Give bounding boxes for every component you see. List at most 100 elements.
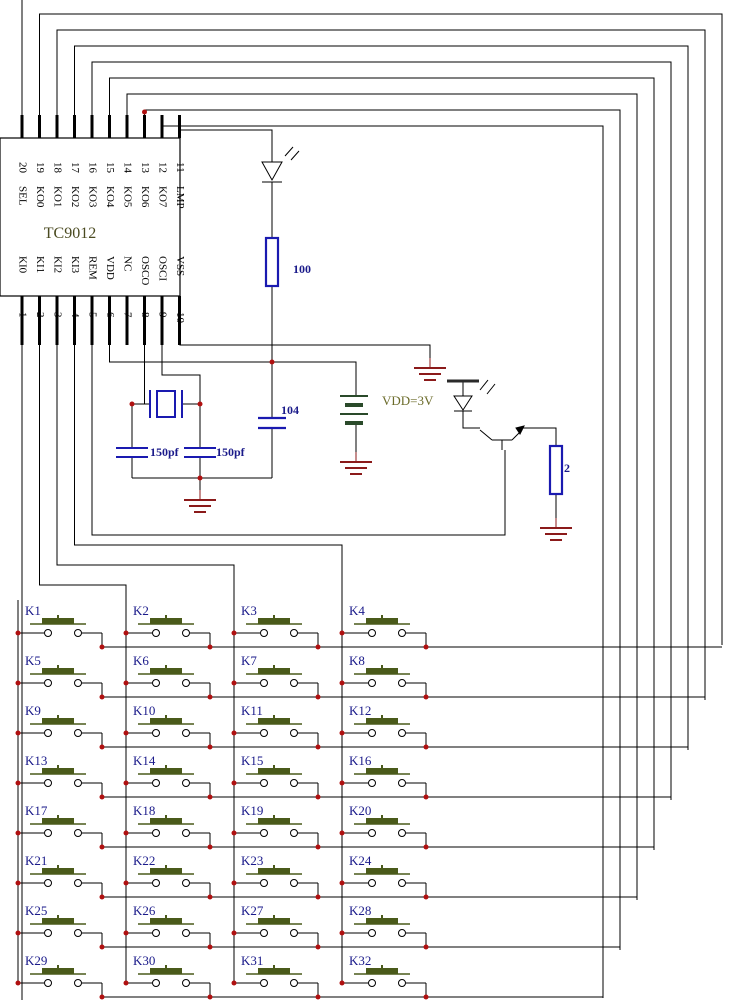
junction-node <box>123 880 129 886</box>
key-switch: K18 <box>126 803 211 847</box>
crystal-cap-right-label: 150pf <box>216 445 246 459</box>
key-switch: K26 <box>126 903 211 947</box>
junction-node <box>231 680 237 686</box>
junction-node <box>315 944 321 950</box>
junction-node <box>207 844 213 850</box>
key-terminal-right <box>290 829 298 837</box>
crystal-cap-right <box>184 447 216 458</box>
capacitor-104 <box>258 416 286 430</box>
resistor-100 <box>264 236 280 288</box>
key-terminal-left <box>260 879 268 887</box>
key-plunger <box>258 818 290 824</box>
led-ray-1 <box>284 146 294 157</box>
junction-node <box>99 644 105 650</box>
key-plunger <box>258 668 290 674</box>
junction-node <box>423 744 429 750</box>
wire-ko4 <box>109 77 655 850</box>
key-plunger <box>258 968 290 974</box>
junction-node <box>15 730 21 736</box>
key-label: K19 <box>241 803 263 818</box>
junction-node <box>423 944 429 950</box>
key-terminal-right <box>182 629 190 637</box>
junction-node <box>315 694 321 700</box>
wire-led-tr <box>462 411 480 429</box>
key-label: K23 <box>241 853 263 868</box>
led-diode-triangle <box>261 161 283 182</box>
key-switch: K7 <box>234 653 319 697</box>
ground-symbol <box>184 490 216 513</box>
wire-vdd <box>109 345 357 396</box>
key-plunger <box>42 718 74 724</box>
junction-node <box>339 680 345 686</box>
junction-node <box>99 844 105 850</box>
key-label: K20 <box>349 803 371 818</box>
key-label: K24 <box>349 853 372 868</box>
key-plunger <box>258 768 290 774</box>
key-terminal-right <box>398 729 406 737</box>
key-terminal-left <box>44 629 52 637</box>
key-switch: K6 <box>126 653 211 697</box>
key-plunger <box>150 918 182 924</box>
key-terminal-right <box>74 779 82 787</box>
chip-top-pin-label: KO0 <box>34 186 46 208</box>
key-plunger <box>42 968 74 974</box>
ground-symbol <box>414 358 446 381</box>
key-label: K16 <box>349 753 372 768</box>
key-terminal-left <box>260 979 268 987</box>
key-terminal-left <box>260 729 268 737</box>
ground-symbol <box>340 452 372 475</box>
key-label: K4 <box>349 603 365 618</box>
chip-top-pin-number: 12 <box>156 162 168 173</box>
junction-node <box>15 780 21 786</box>
key-plunger <box>42 818 74 824</box>
key-plunger <box>366 718 398 724</box>
transistor <box>479 425 525 450</box>
key-terminal-right <box>182 979 190 987</box>
key-switch: K25 <box>18 903 103 947</box>
key-switch: K24 <box>342 853 427 897</box>
chip-top-pin-number: 16 <box>86 162 98 174</box>
indicator-led <box>261 146 300 183</box>
key-switch: K15 <box>234 753 319 797</box>
junction-node <box>339 980 345 986</box>
key-switch: K19 <box>234 803 319 847</box>
chip-top-pin-label: KO2 <box>69 186 81 207</box>
junction-node <box>99 794 105 800</box>
chip-top-pin-label: KO4 <box>104 186 116 208</box>
key-label: K22 <box>133 853 155 868</box>
battery-label: VDD=3V <box>382 393 434 408</box>
chip-top-pin-label: KO1 <box>51 186 63 207</box>
key-terminal-left <box>368 629 376 637</box>
key-terminal-right <box>398 979 406 987</box>
key-label: K32 <box>349 953 371 968</box>
key-terminal-left <box>368 829 376 837</box>
key-label: K18 <box>133 803 155 818</box>
key-plunger <box>150 618 182 624</box>
wire-ko5 <box>126 93 638 900</box>
components: 100 104 150pf 150pf VDD <box>116 146 572 541</box>
chip-top-pin-number: 14 <box>121 162 133 174</box>
key-terminal-left <box>44 829 52 837</box>
key-terminal-right <box>290 679 298 687</box>
key-plunger <box>150 768 182 774</box>
key-label: K15 <box>241 753 263 768</box>
key-terminal-left <box>44 879 52 887</box>
key-plunger <box>42 868 74 874</box>
key-terminal-right <box>182 729 190 737</box>
key-terminal-left <box>260 929 268 937</box>
key-plunger <box>366 618 398 624</box>
junction-node <box>142 109 147 115</box>
key-plunger <box>258 918 290 924</box>
key-switch: K31 <box>234 953 319 997</box>
key-plunger <box>150 968 182 974</box>
key-terminal-left <box>152 829 160 837</box>
junction-node <box>315 794 321 800</box>
key-terminal-right <box>398 679 406 687</box>
key-plunger <box>366 968 398 974</box>
key-terminal-left <box>260 679 268 687</box>
key-terminal-left <box>152 779 160 787</box>
key-plunger <box>258 618 290 624</box>
key-terminal-right <box>74 979 82 987</box>
key-switch: K30 <box>126 953 211 997</box>
